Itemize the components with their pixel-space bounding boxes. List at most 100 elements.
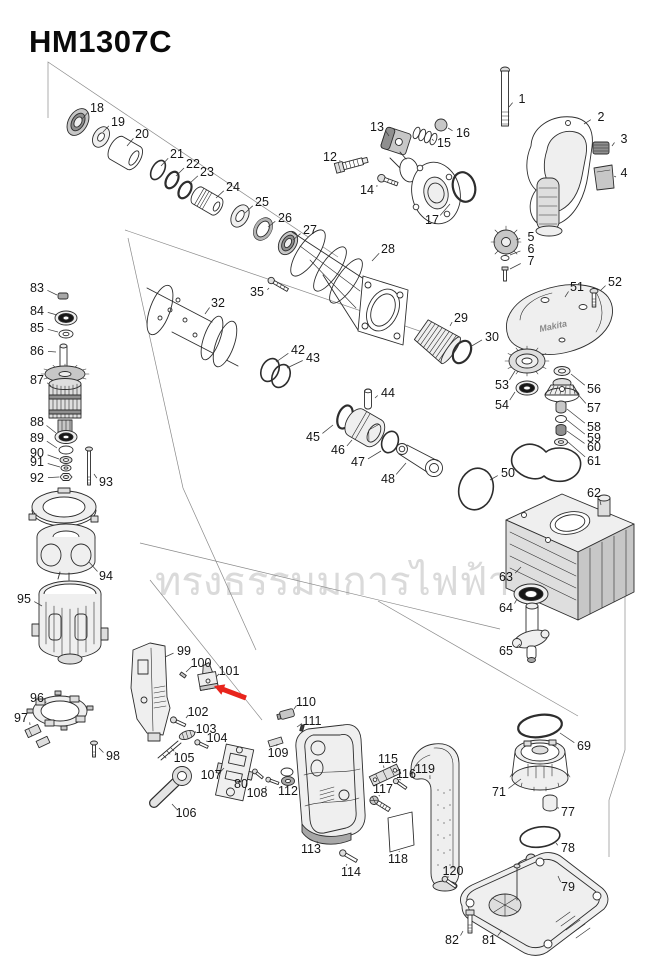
part-label-90: 90	[30, 446, 44, 460]
part-label-62: 62	[587, 486, 601, 500]
part-label-35: 35	[250, 285, 264, 299]
part-label-26: 26	[278, 211, 292, 225]
leader-line-114	[345, 863, 348, 866]
leader-line-4	[614, 175, 617, 178]
bottom-cover-drawing	[460, 852, 609, 956]
part-label-27: 27	[303, 223, 317, 237]
leader-line-64	[514, 598, 518, 604]
leader-line-100	[185, 666, 192, 673]
leader-line-88	[46, 425, 57, 434]
leader-line-19	[102, 125, 110, 133]
leader-line-6	[509, 250, 521, 256]
brush-holder-drawing	[24, 690, 98, 758]
crank-housing-drawing	[505, 493, 635, 663]
leader-line-105	[174, 751, 177, 754]
leader-line-106	[171, 803, 178, 810]
part-label-96: 96	[30, 691, 44, 705]
part-label-57: 57	[587, 401, 601, 415]
part-label-111: 111	[302, 714, 321, 728]
leader-line-87	[46, 382, 52, 387]
part-label-50: 50	[501, 466, 515, 480]
leader-line-91	[47, 463, 61, 468]
part-label-17: 17	[425, 213, 439, 227]
leader-line-28	[371, 252, 380, 262]
crank-cap-drawing: Makita	[506, 284, 613, 355]
handle-assembly-drawing	[526, 116, 615, 237]
part-label-77: 77	[561, 805, 575, 819]
part-label-65: 65	[499, 644, 513, 658]
part-label-98: 98	[106, 749, 120, 763]
part-label-110: 110	[296, 695, 316, 709]
grip-knob-drawing	[490, 225, 522, 282]
leader-line-57	[574, 390, 587, 404]
part-label-92: 92	[30, 471, 44, 485]
leader-line-94	[88, 561, 98, 572]
leader-line-15	[431, 138, 434, 142]
part-label-118: 118	[388, 852, 408, 866]
part-label-103: 103	[196, 722, 217, 736]
part-label-114: 114	[341, 865, 361, 879]
part-label-116: 116	[396, 767, 416, 781]
armature-screw-drawing	[85, 446, 93, 486]
part-label-64: 64	[499, 601, 513, 615]
part-label-56: 56	[587, 382, 601, 396]
leader-line-98	[98, 747, 104, 753]
part-label-94: 94	[99, 569, 113, 583]
clutch-stack-drawing	[509, 713, 571, 880]
gear-stack-drawing	[504, 345, 582, 483]
part-label-97: 97	[14, 711, 28, 725]
leader-line-58	[566, 408, 586, 424]
striker-parts-chain-drawing	[66, 108, 299, 256]
leader-line-69	[559, 732, 575, 743]
part-label-24: 24	[226, 180, 240, 194]
leader-line-29	[449, 321, 453, 327]
part-label-20: 20	[135, 127, 149, 141]
crank-bearing-drawing	[513, 583, 549, 605]
leader-line-42	[275, 353, 289, 363]
model-title: HM1307C	[29, 24, 173, 59]
leader-line-22	[175, 167, 185, 177]
leader-line-82	[460, 930, 464, 936]
part-label-104: 104	[207, 731, 228, 745]
part-label-93: 93	[99, 475, 113, 489]
leader-line-45	[322, 424, 334, 434]
leader-line-80	[250, 777, 253, 781]
leader-line-5	[515, 238, 521, 241]
part-label-88: 88	[30, 415, 44, 429]
part-label-91: 91	[30, 455, 44, 469]
part-label-32: 32	[211, 296, 225, 310]
part-label-4: 4	[621, 166, 628, 180]
leader-line-13	[385, 130, 390, 137]
part-label-71: 71	[492, 785, 506, 799]
lever-drawing	[149, 766, 192, 808]
motor-housing-drawing	[31, 580, 109, 665]
leader-line-47	[367, 450, 382, 460]
field-coil-drawing	[36, 523, 96, 581]
leader-line-23	[188, 175, 199, 185]
part-label-21: 21	[170, 147, 184, 161]
part-label-29: 29	[454, 311, 468, 325]
leader-line-89	[46, 440, 58, 449]
part-label-54: 54	[495, 398, 509, 412]
part-label-99: 99	[177, 644, 191, 658]
leader-line-71	[508, 778, 522, 789]
armature-assembly-drawing	[40, 292, 93, 486]
leader-line-99	[164, 652, 174, 658]
part-label-60: 60	[587, 440, 601, 454]
switch-drawing	[197, 662, 219, 691]
leader-line-84	[47, 312, 58, 316]
leader-line-93	[93, 473, 98, 479]
part-label-86: 86	[30, 344, 44, 358]
leader-line-16	[447, 127, 453, 132]
leader-line-32	[204, 307, 210, 315]
part-label-105: 105	[174, 751, 195, 765]
part-label-51: 51	[570, 280, 584, 294]
through-bolt-drawing	[500, 66, 510, 127]
part-label-47: 47	[351, 455, 365, 469]
part-label-113: 113	[301, 842, 321, 856]
part-label-106: 106	[176, 806, 197, 820]
leader-line-65	[515, 643, 521, 649]
leader-line-35	[267, 287, 270, 291]
leader-line-26	[267, 220, 276, 228]
connecting-rod-drawing	[396, 443, 443, 477]
